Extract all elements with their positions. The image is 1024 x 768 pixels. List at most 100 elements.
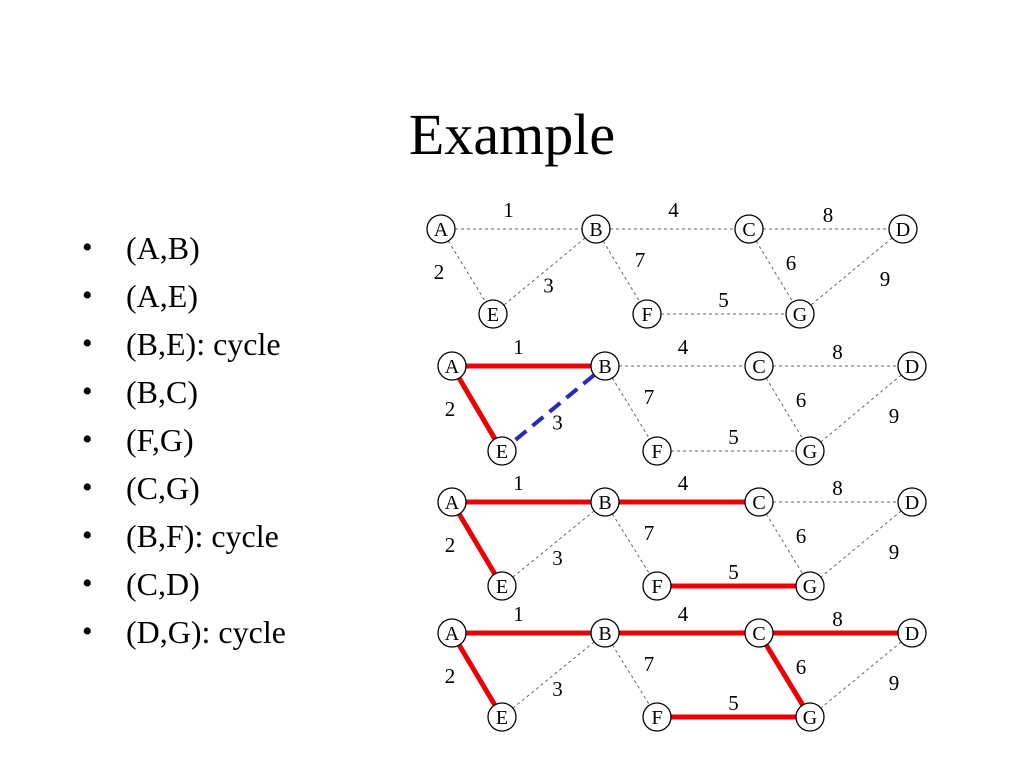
node-label: E [496,576,508,598]
bullet-icon: • [82,615,93,648]
edge-weight-label: 5 [728,691,739,715]
bullet-icon: • [82,519,93,552]
node-f: F [642,571,672,601]
edge-weight-label: 5 [728,425,739,449]
list-item: • (A,B) [82,224,286,272]
edge-a-e [457,643,497,707]
bullet-icon: • [82,423,93,456]
list-item-label: (B,F): cycle [126,518,279,554]
bullet-icon: • [82,567,93,600]
node-e: E [478,299,508,329]
node-b: B [590,487,620,517]
bullet-icon: • [82,279,93,312]
node-label: E [496,441,508,463]
node-label: G [793,304,807,326]
node-label: A [445,356,460,378]
edge-b-e [511,373,596,444]
node-g: G [795,436,825,466]
node-d: D [888,214,918,244]
node-circle [487,702,517,732]
node-circle [897,618,927,648]
list-item-label: (C,G) [126,470,200,506]
node-circle [897,351,927,381]
edge-weight-label: 6 [796,388,807,412]
node-f: F [632,299,662,329]
edge-weight-label: 9 [889,671,900,695]
slide-title: Example [408,102,616,167]
list-item: •(A,E) [82,272,286,320]
node-circle [437,487,467,517]
node-circle [642,702,672,732]
edge-weight-label: 7 [644,652,655,676]
list-item: •(C,G) [82,464,286,512]
edge-c-g [764,643,805,707]
node-label: A [445,492,460,514]
edge-weight-label: 8 [823,203,834,227]
list-item: •(C,D) [82,560,286,608]
list-item: • (B,F): cycle [82,512,286,560]
edge-weight-label: 9 [889,540,900,564]
node-circle [642,436,672,466]
edge-d-g [820,510,902,578]
node-circle [897,487,927,517]
node-label: B [589,219,602,241]
edge-weight-label: 1 [513,335,524,359]
bullet-icon: • [82,231,93,264]
edge-weight-label: 8 [832,476,843,500]
list-item: •(B,C) [82,368,286,416]
list-item-label: (A,B) [126,230,200,266]
node-label: D [905,492,919,514]
node-c: C [744,351,774,381]
node-label: D [896,219,910,241]
list-item: •(B,E): cycle [82,320,286,368]
node-label: C [752,492,765,514]
node-label: C [742,219,755,241]
edge-weight-label: 7 [635,248,646,272]
edge-weight-label: 3 [552,411,563,435]
node-a: A [426,214,456,244]
node-label: A [434,219,449,241]
bullet-icon: • [82,327,93,360]
node-label: B [598,356,611,378]
node-label: G [803,576,817,598]
node-g: G [795,571,825,601]
edge-weight-label: 3 [552,546,563,570]
bullet-icon: • [82,375,93,408]
node-label: G [803,707,817,729]
node-circle [744,351,774,381]
edge-weight-label: 6 [796,655,807,679]
edge-a-e [447,240,487,303]
node-circle [795,702,825,732]
node-e: E [487,436,517,466]
edge-a-e [456,376,498,441]
edge-weight-label: 5 [728,560,739,584]
node-circle [487,436,517,466]
node-circle [744,618,774,648]
node-e: E [487,702,517,732]
edge-weight-label: 2 [445,397,456,421]
edge-order-list: • (A,B) •(A,E) •(B,E): cycle •(B,C) • (F,G… [82,224,286,656]
list-item: •(D,G): cycle [82,608,286,656]
edge-weight-label: 4 [668,198,679,222]
node-c: C [734,214,764,244]
node-label: B [598,623,611,645]
node-label: E [496,707,508,729]
node-d: D [897,618,927,648]
node-circle [734,214,764,244]
node-f: F [642,436,672,466]
node-circle [744,487,774,517]
edge-a-e [457,512,497,576]
edge-weight-label: 2 [445,533,456,557]
edge-weight-label: 3 [543,274,554,298]
node-circle [632,299,662,329]
node-circle [590,351,620,381]
node-label: D [905,356,919,378]
node-circle [426,214,456,244]
node-label: B [598,492,611,514]
node-e: E [487,571,517,601]
node-d: D [897,487,927,517]
list-item-label: (F,G) [126,422,194,458]
